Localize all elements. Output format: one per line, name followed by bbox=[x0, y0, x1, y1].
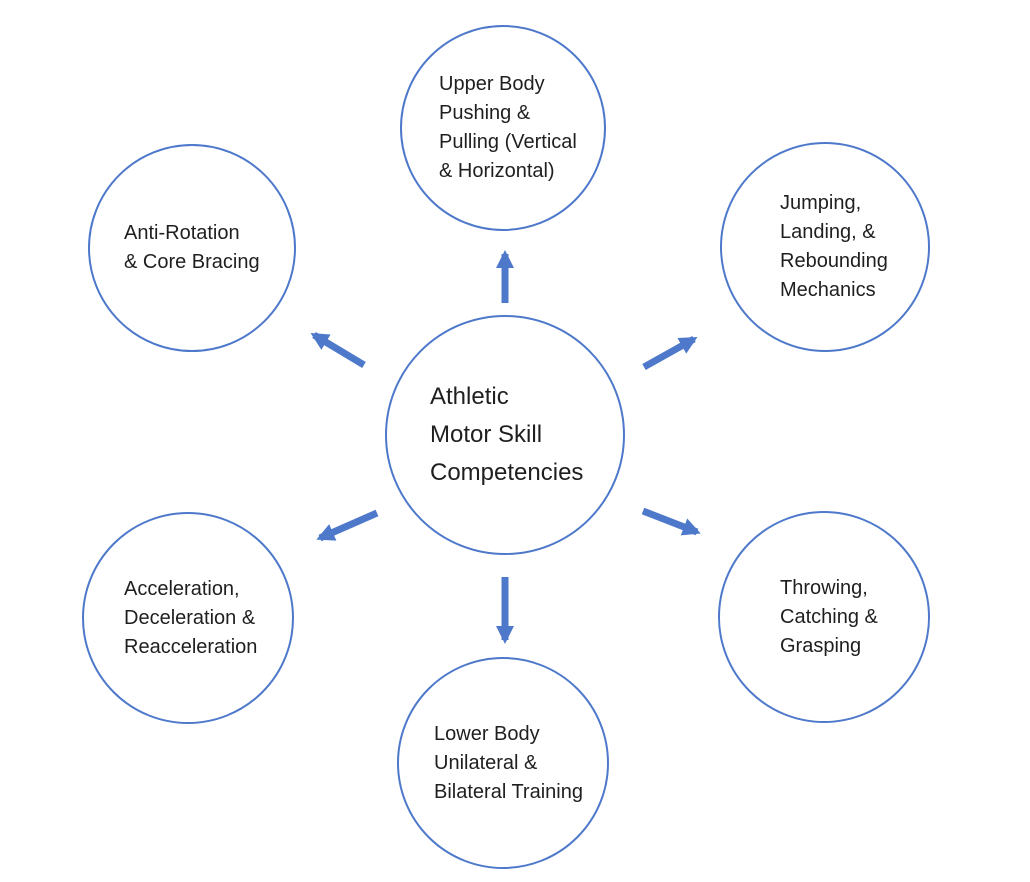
node-label: Anti-Rotation & Core Bracing bbox=[124, 222, 260, 273]
node-label: Lower Body Unilateral & Bilateral Traini… bbox=[434, 722, 583, 803]
arrow-lower-left-icon bbox=[316, 509, 379, 542]
node-label: Throwing, Catching & Grasping bbox=[780, 576, 878, 657]
arrow-upper-left-icon bbox=[310, 331, 366, 369]
node-label: Jumping, Landing, & Rebounding Mechanics bbox=[780, 192, 888, 301]
node-acceleration-deceleration-reacceleration: Acceleration, Deceleration & Reaccelerat… bbox=[82, 512, 294, 724]
node-center-label: Athletic Motor Skill Competencies bbox=[430, 383, 584, 486]
node-anti-rotation-core-bracing: Anti-Rotation & Core Bracing bbox=[88, 144, 296, 352]
node-jumping-landing-rebounding: Jumping, Landing, & Rebounding Mechanics bbox=[720, 142, 930, 352]
node-upper-body-pushing-pulling: Upper Body Pushing & Pulling (Vertical &… bbox=[400, 25, 606, 231]
node-label: Acceleration, Deceleration & Reaccelerat… bbox=[124, 577, 258, 658]
node-throwing-catching-grasping: Throwing, Catching & Grasping bbox=[718, 511, 930, 723]
node-center-athletic-motor-skill: Athletic Motor Skill Competencies bbox=[385, 315, 625, 555]
node-lower-body-unilateral-bilateral: Lower Body Unilateral & Bilateral Traini… bbox=[397, 657, 609, 869]
arrow-lower-right-icon bbox=[641, 507, 701, 536]
arrow-upper-right-icon bbox=[642, 335, 698, 371]
node-label: Upper Body Pushing & Pulling (Vertical &… bbox=[439, 73, 577, 182]
